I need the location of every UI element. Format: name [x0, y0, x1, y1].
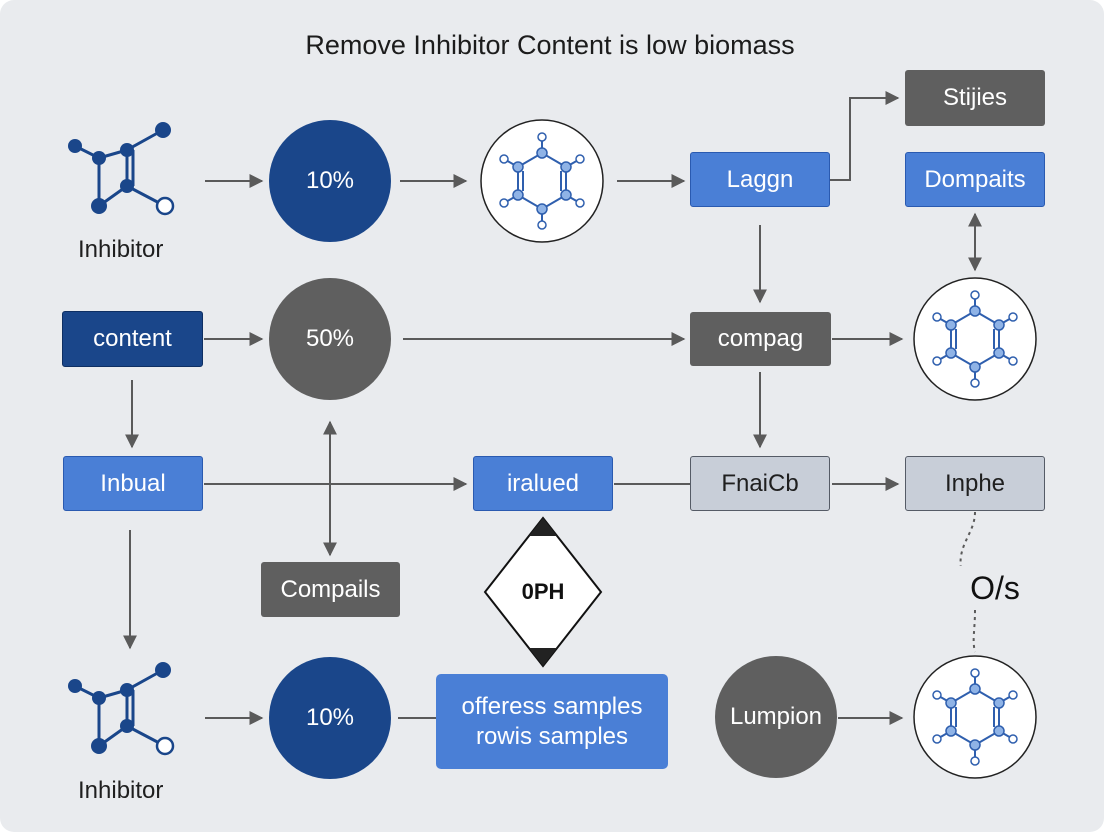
compag-node: compag: [690, 312, 831, 366]
samples-line-2: rowis samples: [475, 722, 629, 750]
connectors: [123, 91, 982, 725]
arrow-laggn-to-stijies: [830, 91, 900, 181]
diagram-title: Remove Inhibitor Content is low biomass: [305, 30, 795, 60]
os-label: O/s: [955, 566, 1035, 610]
oph-diamond-top-tip: [529, 518, 557, 536]
content-node: content: [62, 311, 203, 367]
inphe-node: Inphe: [905, 456, 1045, 511]
samples-node: offeress samples rowis samples: [436, 674, 668, 769]
compails-node: Compails: [261, 562, 400, 617]
oph-diamond-bottom-tip: [529, 648, 557, 666]
molecule-circle-1: [480, 119, 604, 243]
lumpion-circle: [715, 656, 837, 778]
lumpion-value: Lumpion: [729, 703, 823, 730]
inhibitor-top-label: Inhibitor: [78, 236, 164, 263]
pct-mid-circle: [269, 278, 391, 400]
inhibitor-bottom-label: Inhibitor: [78, 777, 164, 804]
molecule-circle-2: [913, 277, 1037, 401]
stijies-node: Stijies: [905, 70, 1045, 126]
pct-bottom-value: 10%: [305, 704, 355, 731]
laggn-node: Laggn: [690, 152, 830, 207]
inbual-node: Inbual: [63, 456, 203, 511]
samples-line-1: offeress samples: [461, 692, 643, 720]
pct-bottom-circle: [269, 657, 391, 779]
pct-top-circle: [269, 120, 391, 242]
iralued-node: iralued: [473, 456, 613, 511]
oph-label: 0PH: [521, 579, 565, 605]
molecule-circle-3: [913, 655, 1037, 779]
dompaits-node: Dompaits: [905, 152, 1045, 207]
pct-mid-value: 50%: [305, 325, 355, 352]
pct-top-value: 10%: [305, 167, 355, 194]
fnaicb-node: FnaiCb: [690, 456, 830, 511]
